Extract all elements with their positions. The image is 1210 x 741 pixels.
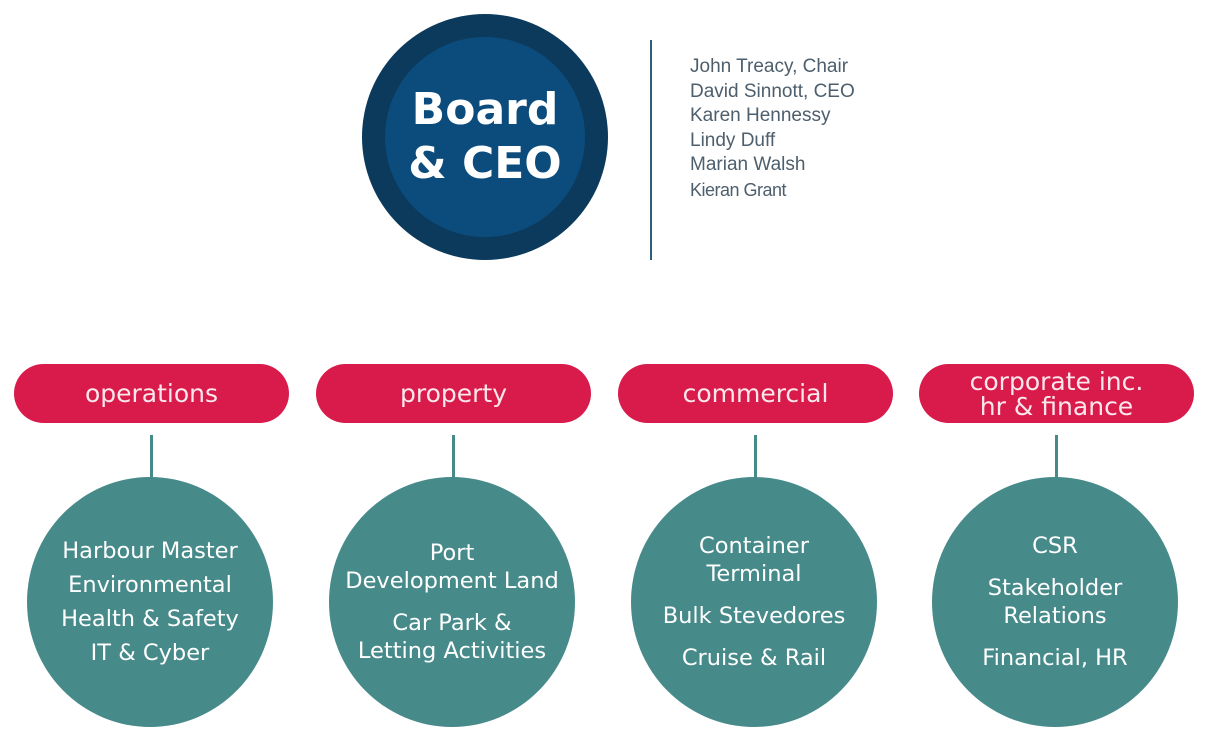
division-item-text: Port (429, 540, 475, 566)
division-item: CSR (1032, 532, 1078, 560)
board-member: Karen Hennessy (690, 105, 831, 126)
division-item-text: Relations (1003, 603, 1107, 629)
connector-line (754, 435, 757, 479)
division-item-text: Harbour Master (62, 538, 238, 564)
division-item-text: Letting Activities (357, 638, 547, 664)
division-label: property (399, 379, 508, 408)
division-item-text: Development Land (345, 568, 559, 594)
division-item: Bulk Stevedores (663, 602, 846, 630)
division-item-text: Container (699, 533, 809, 559)
board-ceo-circle: Board & CEO (362, 14, 608, 260)
division-item-text: Car Park & (392, 610, 512, 636)
division-item: IT & Cyber (91, 636, 210, 670)
division-pill-commercial: commercial (618, 364, 893, 423)
board-member: Kieran Grant (690, 179, 787, 200)
division-label: operations (84, 379, 219, 408)
division-pill-corporate: corporate inc.hr & finance (919, 364, 1194, 423)
division-label: commercial (682, 379, 829, 408)
board-member: Marian Walsh (690, 154, 806, 175)
division-item-text: Health & Safety (61, 606, 239, 632)
divider-line (650, 40, 652, 260)
board-ceo-inner: Board & CEO (385, 37, 585, 237)
board-members-list: John Treacy, Chair David Sinnott, CEO Ka… (690, 55, 855, 202)
division-item: Environmental (68, 568, 232, 602)
division-item-text: IT & Cyber (90, 640, 210, 666)
division-item-text: Terminal (706, 561, 802, 587)
division-label: hr & finance (979, 391, 1134, 421)
division-item-text: Bulk Stevedores (662, 603, 846, 629)
division-item-text: Cruise & Rail (681, 645, 827, 671)
division-item: Cruise & Rail (682, 644, 826, 672)
board-title-line2: & CEO (408, 138, 562, 189)
connector-line (452, 435, 455, 479)
connector-line (1055, 435, 1058, 479)
division-item: Health & Safety (61, 602, 239, 636)
division-item-text: CSR (1032, 533, 1078, 559)
division-item-text: Financial, HR (982, 645, 1128, 671)
board-member: John Treacy, Chair (690, 56, 849, 77)
division-item-text: Environmental (68, 572, 232, 598)
division-pill-operations: operations (14, 364, 289, 423)
division-pill-property: property (316, 364, 591, 423)
board-title-line1: Board (411, 84, 559, 135)
division-item-text: Stakeholder (987, 575, 1123, 601)
board-member: David Sinnott, CEO (690, 80, 855, 102)
division-label: corporate inc. (969, 366, 1144, 396)
division-item: Car Park &Letting Activities (358, 609, 546, 665)
division-item: Financial, HR (982, 644, 1127, 672)
board-member: Lindy Duff (690, 129, 776, 151)
division-item: Harbour Master (62, 534, 238, 568)
connector-line (150, 435, 153, 479)
